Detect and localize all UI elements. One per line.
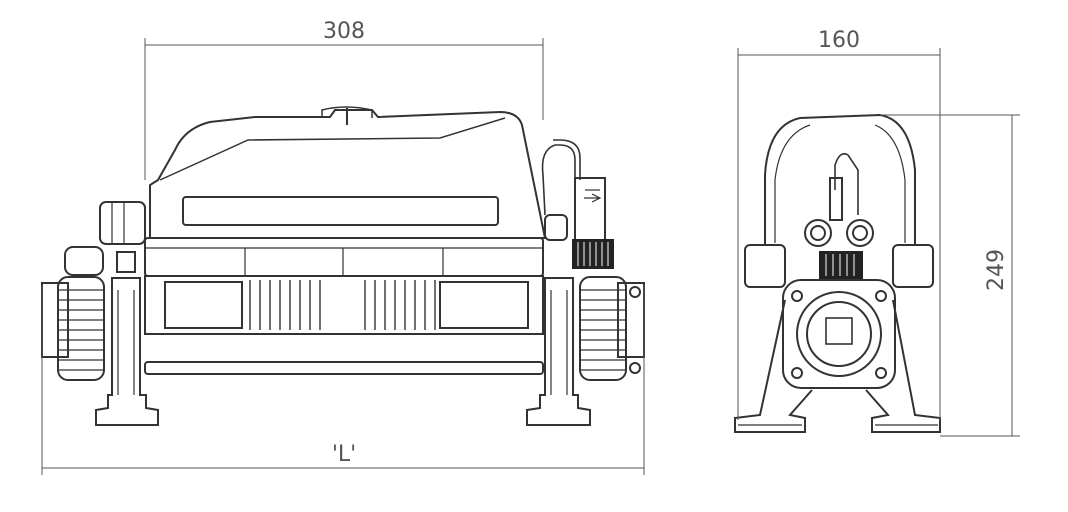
front-sensor-clamp (544, 214, 568, 241)
front-sensor-body (574, 177, 606, 241)
side-right-bulge (892, 244, 934, 288)
side-bolt-tl (791, 290, 803, 302)
front-lower-tube (144, 361, 544, 375)
front-main-body (144, 237, 544, 277)
side-flange-insert (825, 317, 853, 345)
front-right-bolt (629, 286, 641, 298)
front-lid-inner (159, 117, 506, 181)
front-sensor-cable (541, 144, 576, 216)
front-left-cap (64, 246, 104, 276)
front-vent-slots-2 (364, 280, 436, 330)
side-sensor-cable (834, 152, 859, 215)
front-lid (149, 109, 547, 239)
dim-label-160: 160 (818, 28, 860, 53)
side-bolt-bl (791, 367, 803, 379)
front-dimensions (41, 38, 645, 475)
side-flange (782, 279, 896, 389)
dim-label-L: 'L' (332, 442, 356, 467)
side-left-leg (734, 299, 813, 433)
side-flange-bore (796, 291, 882, 377)
side-sensor-body (829, 177, 843, 221)
side-bolt-br (875, 367, 887, 379)
front-left-connector (116, 251, 136, 273)
front-heater-chamber (144, 275, 544, 335)
side-left-bulge (744, 244, 786, 288)
front-right-union-nut (579, 276, 627, 381)
side-right-leg (865, 299, 941, 433)
side-bolt-tr (875, 290, 887, 302)
side-port-left (804, 219, 832, 247)
front-vent-slots-1 (249, 280, 321, 330)
front-left-leg (95, 277, 159, 426)
front-right-leg (526, 277, 591, 426)
front-left-gland (99, 201, 146, 245)
front-panel-left (164, 281, 243, 329)
dim-label-249: 249 (984, 249, 1009, 291)
side-port-right (846, 219, 874, 247)
side-view (734, 113, 941, 433)
front-lid-knob (321, 106, 373, 118)
front-panel-right (439, 281, 529, 329)
front-view (41, 106, 645, 426)
side-black-nut (819, 251, 863, 279)
side-housing (764, 113, 916, 245)
dim-label-308: 308 (323, 19, 365, 44)
front-left-union-nut (57, 276, 105, 381)
front-display-window (182, 196, 499, 226)
side-dimensions (737, 48, 1020, 437)
front-sensor-nut (572, 239, 614, 269)
